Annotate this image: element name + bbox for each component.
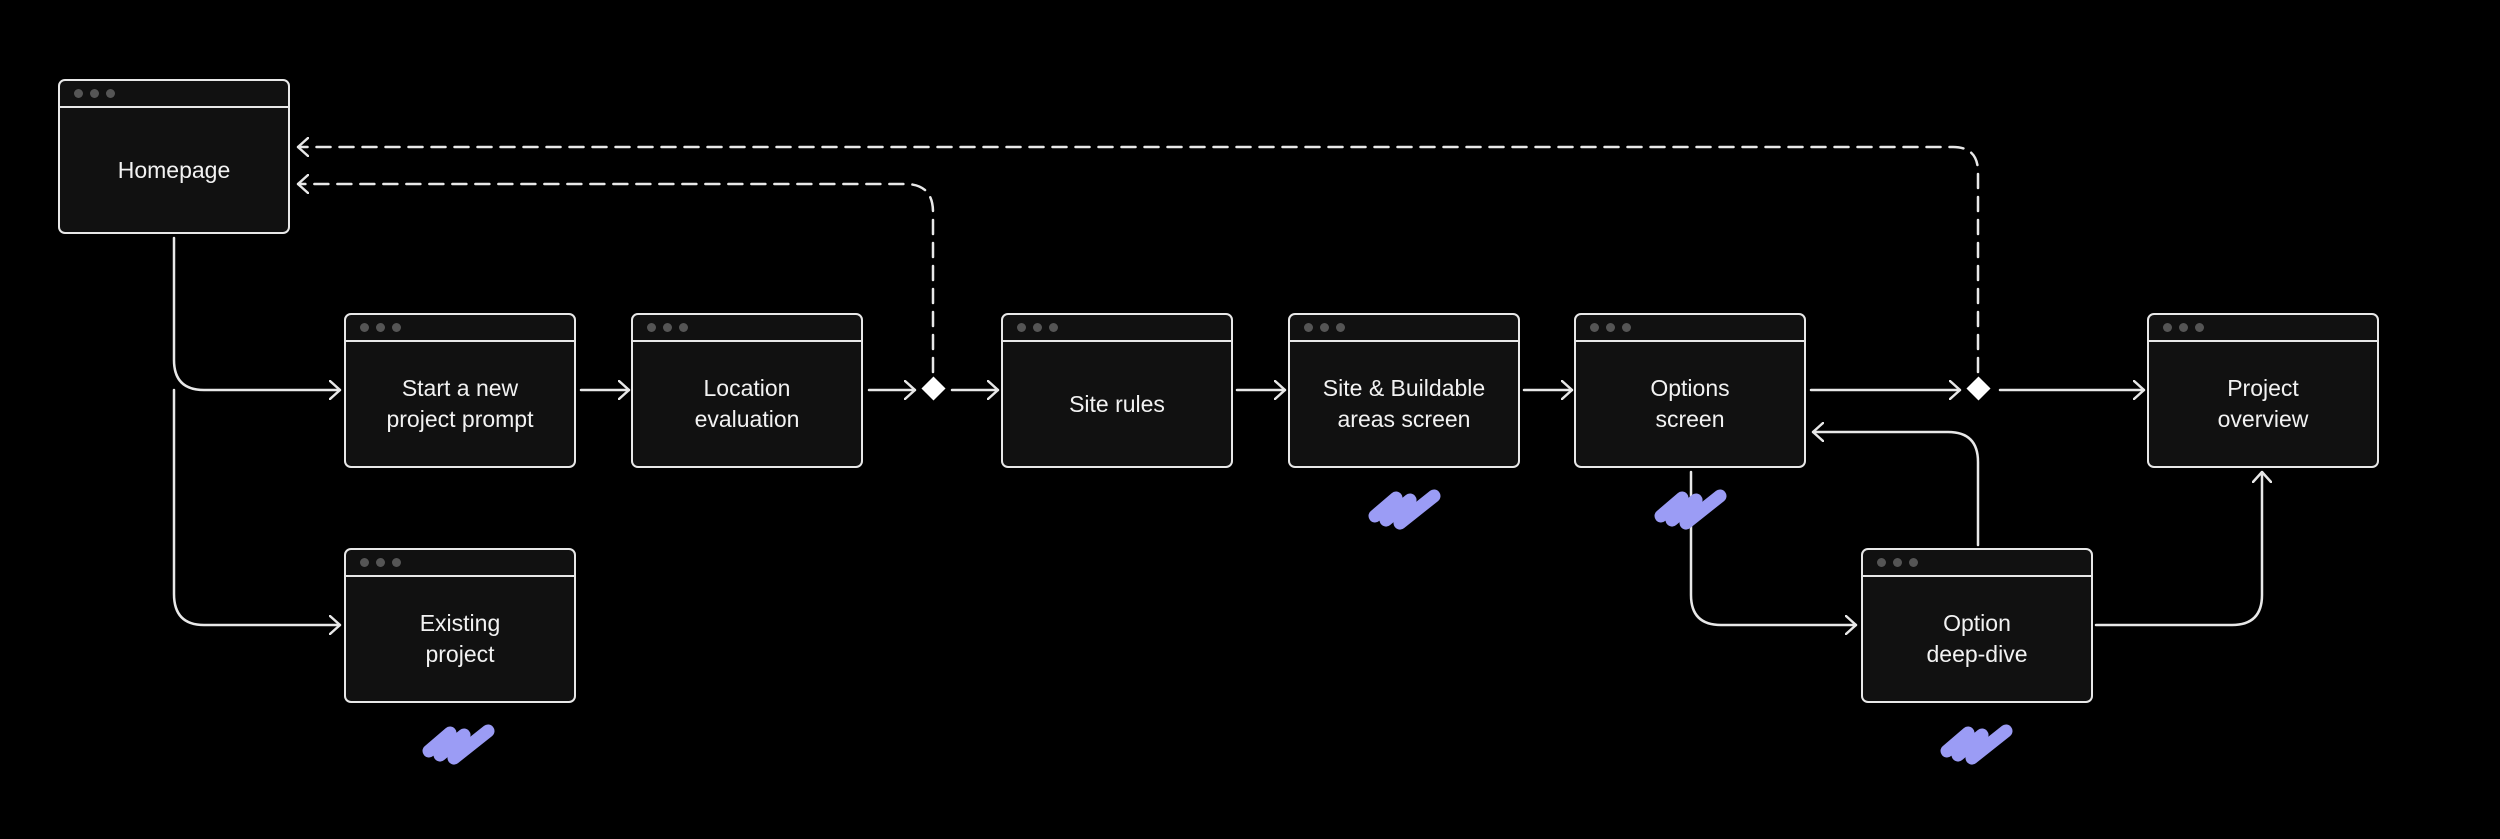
connector-return-to-homepage-2 (296, 147, 1980, 374)
window-dots-icon (346, 315, 574, 342)
screen-start-new-project[interactable]: Start a new project prompt (344, 313, 576, 468)
screen-label: Existing project (419, 610, 501, 667)
window-dots-icon (1290, 315, 1518, 342)
screen-option-deep-dive[interactable]: Option deep-dive (1861, 548, 2093, 703)
screen-homepage[interactable]: Homepage (58, 79, 290, 234)
scribble-icon (1368, 489, 1441, 530)
diamond-icon (1966, 376, 1991, 401)
screen-label: Location evaluation (694, 375, 800, 432)
window-dots-icon (60, 81, 288, 108)
screen-label: Start a new project prompt (386, 375, 534, 432)
window-dots-icon (1863, 550, 2091, 577)
scribble-icon (1940, 724, 2013, 765)
diamond-icon (921, 376, 946, 401)
screen-existing-project[interactable]: Existing project (344, 548, 576, 703)
scribble-icon (422, 724, 495, 765)
connector-homepage-to-existing (172, 388, 342, 625)
screen-location-evaluation[interactable]: Location evaluation (631, 313, 863, 468)
connector-deepdive-to-options (1811, 432, 1980, 547)
window-dots-icon (1003, 315, 1231, 342)
screen-label: Site & Buildable areas screen (1322, 375, 1486, 432)
scribble-icon (1654, 489, 1727, 530)
screen-options[interactable]: Options screen (1574, 313, 1806, 468)
window-dots-icon (1576, 315, 1804, 342)
connector-deepdive-to-overview (2094, 470, 2262, 627)
screen-site-rules[interactable]: Site rules (1001, 313, 1233, 468)
connector-homepage-to-start (172, 236, 342, 390)
screen-project-overview[interactable]: Project overview (2147, 313, 2379, 468)
connector-options-to-deepdive (1689, 470, 1858, 625)
screen-label: Site rules (1069, 390, 1165, 417)
screen-label: Option deep-dive (1926, 610, 2028, 667)
screen-label: Homepage (117, 156, 231, 183)
window-dots-icon (633, 315, 861, 342)
window-dots-icon (2149, 315, 2377, 342)
screen-site-buildable[interactable]: Site & Buildable areas screen (1288, 313, 1520, 468)
window-dots-icon (346, 550, 574, 577)
screen-label: Options screen (1650, 375, 1730, 432)
connector-return-to-homepage-1 (296, 184, 935, 374)
screen-label: Project overview (2217, 375, 2309, 432)
